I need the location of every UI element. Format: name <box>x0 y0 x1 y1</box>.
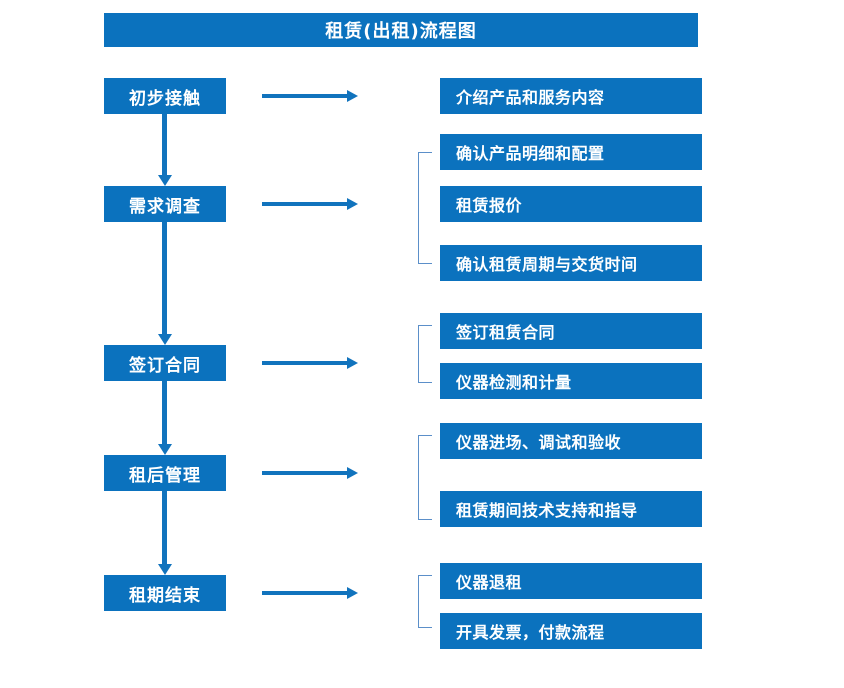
detail-node-sign-rental-contract[interactable]: 签订租赁合同 <box>440 313 702 349</box>
flow-arrow-right-1 <box>262 90 358 102</box>
stage-node-post-rental-management[interactable]: 租后管理 <box>104 455 226 491</box>
detail-node-confirm-period-delivery[interactable]: 确认租赁周期与交货时间 <box>440 245 702 281</box>
group-bracket-lease-end <box>418 575 432 628</box>
flow-arrow-right-4 <box>262 467 358 479</box>
flow-arrow-right-3 <box>262 357 358 369</box>
group-bracket-demand-survey <box>418 152 432 264</box>
flow-arrow-right-5 <box>262 587 358 599</box>
connector-arrow-down-3 <box>158 381 172 455</box>
stage-node-lease-end[interactable]: 租期结束 <box>104 575 226 611</box>
detail-node-technical-support[interactable]: 租赁期间技术支持和指导 <box>440 491 702 527</box>
detail-node-instrument-return[interactable]: 仪器退租 <box>440 563 702 599</box>
stage-node-initial-contact[interactable]: 初步接触 <box>104 78 226 114</box>
group-bracket-sign-contract <box>418 325 432 383</box>
connector-arrow-down-1 <box>158 114 172 186</box>
detail-node-instrument-onsite-commissioning[interactable]: 仪器进场、调试和验收 <box>440 423 702 459</box>
detail-node-rental-quote[interactable]: 租赁报价 <box>440 186 702 222</box>
connector-arrow-down-4 <box>158 491 172 575</box>
page-title: 租赁(出租)流程图 <box>104 13 698 47</box>
stage-node-demand-survey[interactable]: 需求调查 <box>104 186 226 222</box>
detail-node-invoice-payment[interactable]: 开具发票，付款流程 <box>440 613 702 649</box>
flow-arrow-right-2 <box>262 198 358 210</box>
detail-node-instrument-inspection[interactable]: 仪器检测和计量 <box>440 363 702 399</box>
group-bracket-post-rental <box>418 435 432 520</box>
detail-node-introduce-products[interactable]: 介绍产品和服务内容 <box>440 78 702 114</box>
stage-node-sign-contract[interactable]: 签订合同 <box>104 345 226 381</box>
connector-arrow-down-2 <box>158 222 172 345</box>
detail-node-confirm-spec[interactable]: 确认产品明细和配置 <box>440 134 702 170</box>
